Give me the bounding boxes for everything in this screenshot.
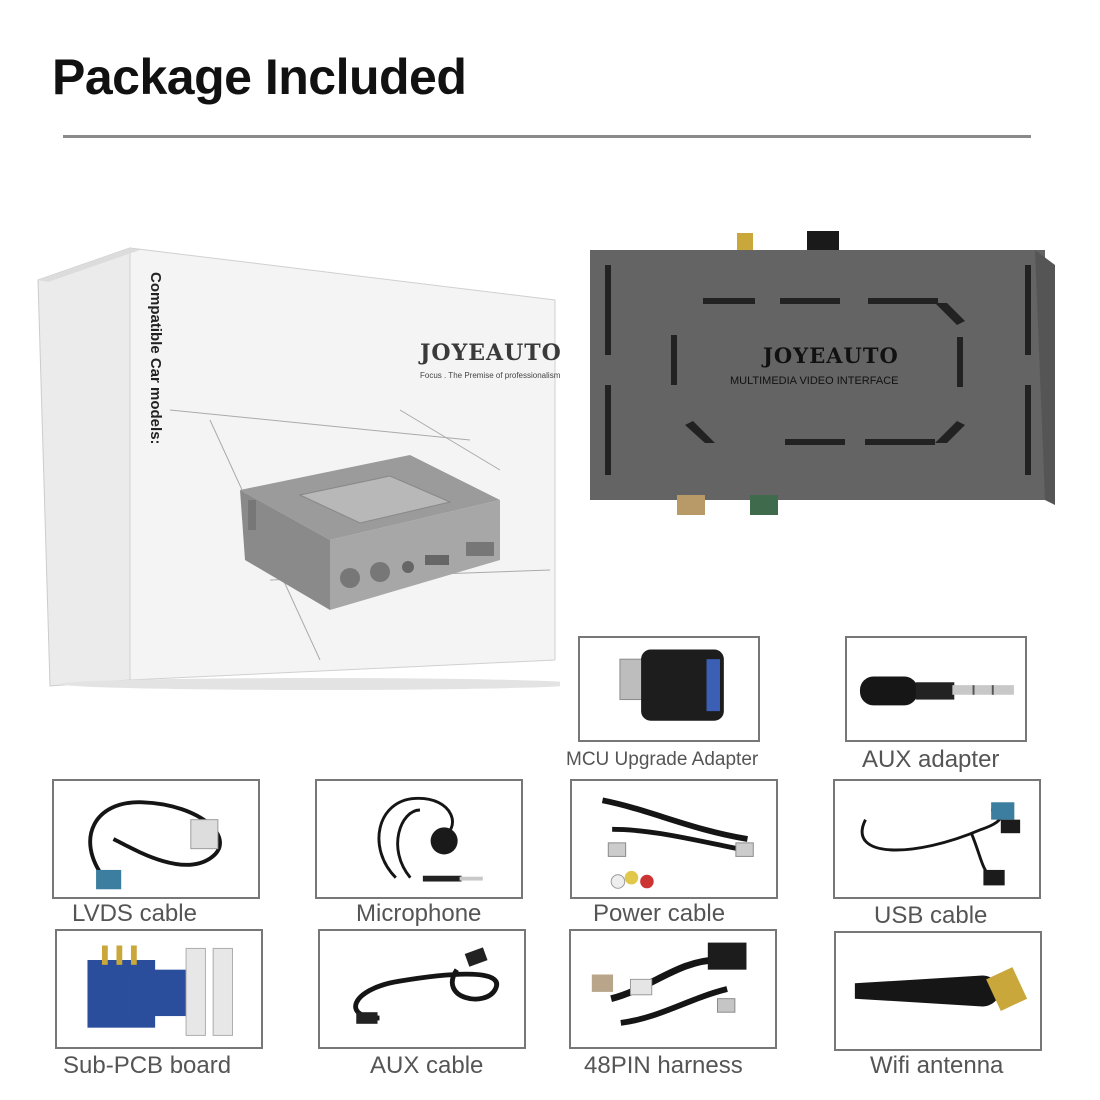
sub-pcb-board-image xyxy=(55,929,263,1049)
interface-device-image xyxy=(585,225,1055,520)
label-lvds-cable: LVDS cable xyxy=(72,900,197,927)
48pin-harness-image xyxy=(569,929,777,1049)
label-sub-pcb-board: Sub-PCB board xyxy=(63,1052,232,1079)
aux-cable-image xyxy=(318,929,526,1049)
label-aux-cable: AUX cable xyxy=(370,1052,484,1079)
retail-box-image xyxy=(30,240,580,690)
label-aux-adapter: AUX adapter xyxy=(862,746,1000,773)
label-microphone: Microphone xyxy=(356,900,482,927)
wifi-antenna-image xyxy=(834,931,1042,1051)
divider xyxy=(63,135,1031,138)
page-title: Package Included xyxy=(52,49,467,105)
box-tagline: Focus . The Premise of professionalism xyxy=(420,371,561,380)
label-usb-cable: USB cable xyxy=(874,902,988,929)
mcu-adapter-image xyxy=(578,636,760,742)
power-cable-image xyxy=(570,779,778,899)
label-48pin-harness: 48PIN harness xyxy=(584,1052,743,1079)
usb-cable-image xyxy=(833,779,1041,899)
box-brand-logo: JOYEAUTO xyxy=(420,340,562,366)
compatible-models-text: Compatible Car models: xyxy=(147,272,164,445)
label-power-cable: Power cable xyxy=(593,900,726,927)
label-mcu-upgrade-adapter: MCU Upgrade Adapter xyxy=(566,749,759,770)
lvds-cable-image xyxy=(52,779,260,899)
device-subtitle: MULTIMEDIA VIDEO INTERFACE xyxy=(730,375,899,387)
label-wifi-antenna: Wifi antenna xyxy=(870,1052,1004,1079)
device-brand-logo: JOYEAUTO xyxy=(763,343,899,368)
aux-adapter-image xyxy=(845,636,1027,742)
microphone-image xyxy=(315,779,523,899)
